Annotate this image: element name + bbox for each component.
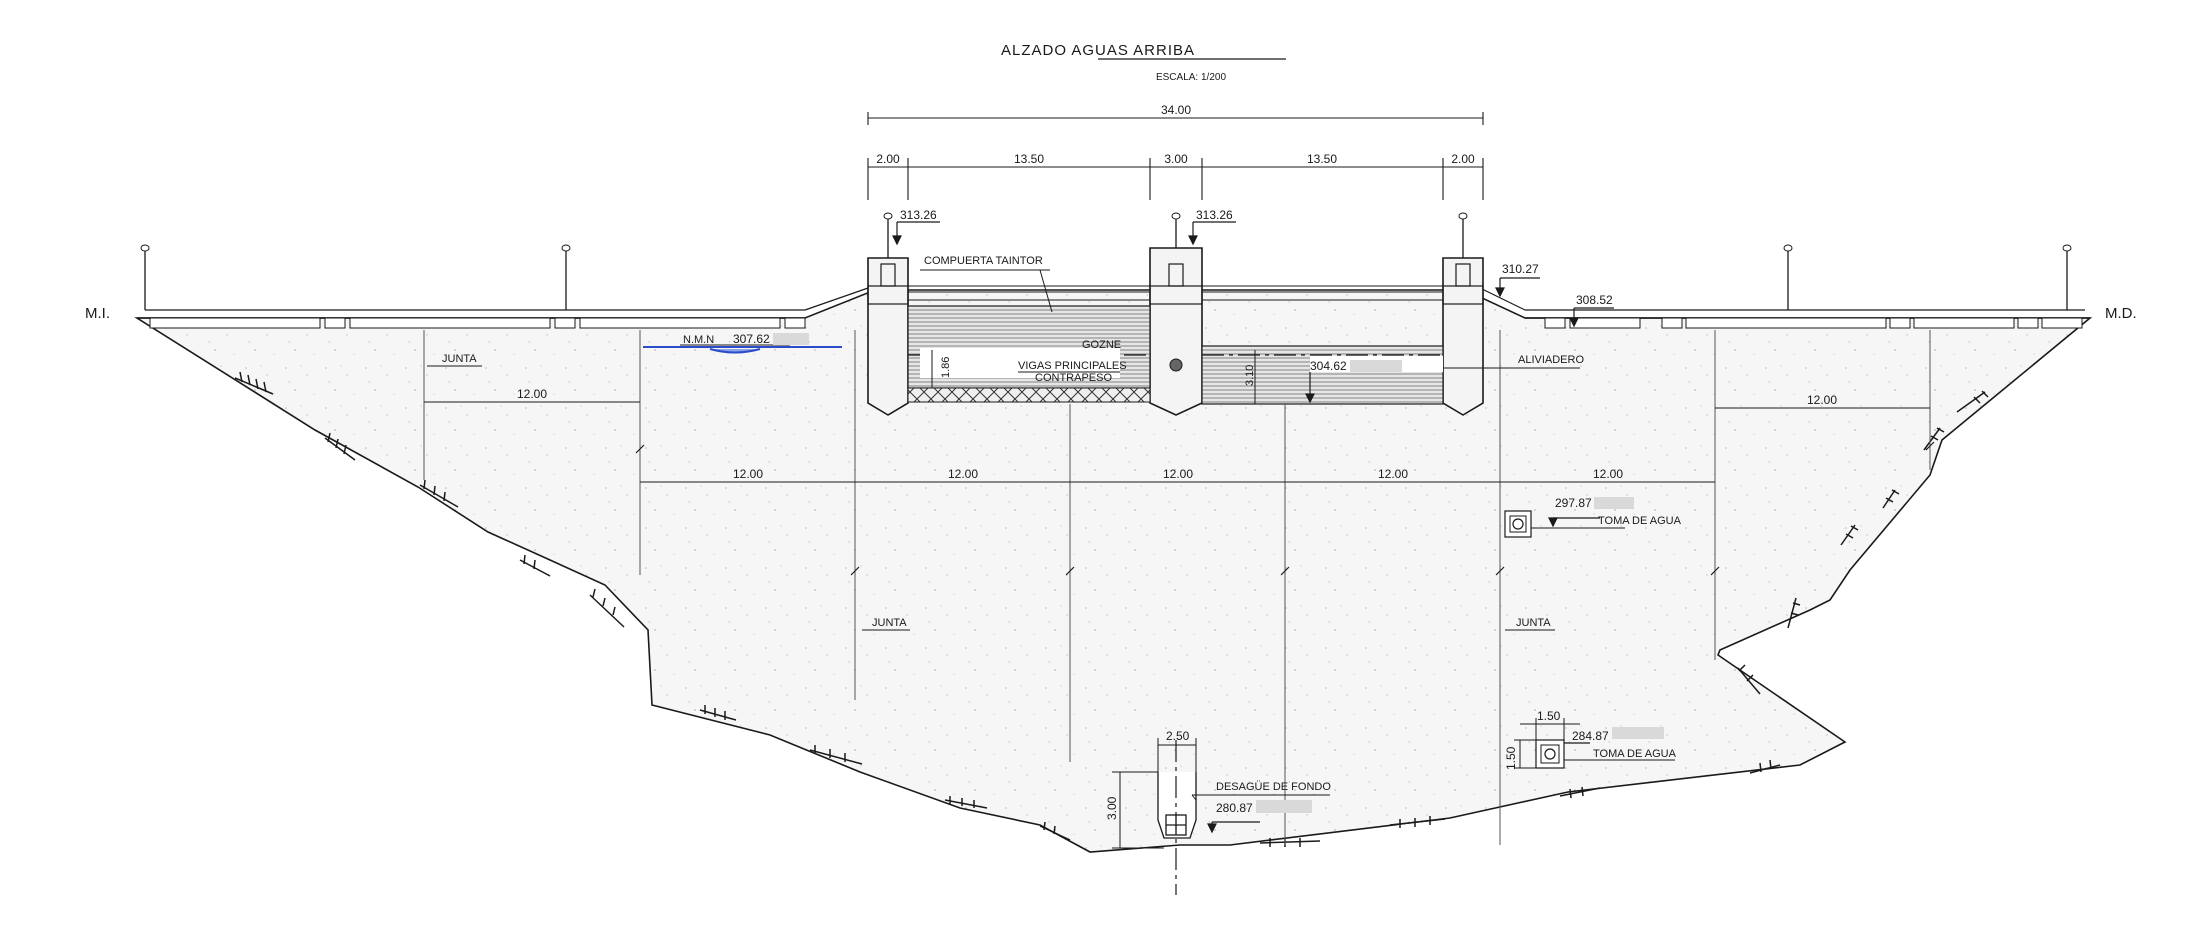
pier-caps [867, 263, 1484, 305]
bottom-outlet [1157, 740, 1197, 895]
intake-upper-value: 297.87 [1555, 496, 1592, 510]
toma-1-label: TOMA DE AGUA [1598, 515, 1682, 527]
dim-seg-1: 2.00 [876, 152, 900, 166]
toma-2-label: TOMA DE AGUA [1593, 748, 1677, 760]
gozne-label: GOZNE [1082, 339, 1121, 351]
intake-lower-value: 284.87 [1572, 729, 1609, 743]
dim-seg-3: 3.00 [1164, 152, 1188, 166]
outlet-width: 2.50 [1166, 729, 1190, 743]
dim-seg-4: 13.50 [1307, 152, 1337, 166]
block-dimension-lines [424, 401, 1930, 483]
elev-crest-left: 313.26 [900, 208, 937, 222]
outlet-redacted [1256, 800, 1312, 813]
spillway-crest-value: 304.62 [1310, 359, 1347, 373]
aliviadero-label: ALIVIADERO [1518, 354, 1584, 366]
intake-lower-dim-lines [1514, 718, 1675, 769]
bank-left-label: M.I. [85, 305, 110, 322]
dam-body [134, 289, 2093, 853]
elev-crest-mid: 313.26 [1196, 208, 1233, 222]
drawing-title: ALZADO AGUAS ARRIBA [1001, 42, 1195, 59]
dim-gate-right: 3.10 [1244, 365, 1256, 386]
dim-overall: 34.00 [1161, 103, 1191, 117]
nmn-label: N.M.N [683, 334, 714, 346]
block-dim-mid-2: 12.00 [948, 467, 978, 481]
block-dim-mid-3: 12.00 [1163, 467, 1193, 481]
desague-label: DESAGÜE DE FONDO [1216, 781, 1331, 793]
spillway-crest-redacted [1350, 360, 1402, 372]
outlet-value: 280.87 [1216, 801, 1253, 815]
taintor-gate-left [907, 305, 1151, 403]
outlet-dim-lines [1112, 738, 1330, 849]
spillway-piers [867, 247, 1484, 416]
block-dim-mid-4: 12.00 [1378, 467, 1408, 481]
drawing-scale: ESCALA: 1/200 [1156, 72, 1226, 83]
intake-lower-redacted [1612, 727, 1664, 739]
nmn-value: 307.62 [733, 332, 770, 346]
contrapeso-label: CONTRAPESO [1035, 372, 1112, 384]
compuerta-pointer [1039, 269, 1053, 313]
block-dim-mid-1: 12.00 [733, 467, 763, 481]
dim-seg-5: 2.00 [1451, 152, 1475, 166]
joint-marks [635, 441, 1935, 576]
intake-upper-redacted [1594, 497, 1634, 509]
junta-2-label: JUNTA [872, 617, 907, 629]
elev-crest-right-1: 310.27 [1502, 262, 1539, 276]
dim-gate-left: 1.86 [940, 357, 952, 378]
block-dim-upper-left: 12.00 [517, 387, 547, 401]
block-dim-upper-right: 12.00 [1807, 393, 1837, 407]
nmn-redacted [773, 333, 809, 345]
water-intake-upper [1504, 510, 1532, 538]
compuerta-label: COMPUERTA TAINTOR [924, 255, 1043, 267]
junta-1-label: JUNTA [442, 353, 477, 365]
junta-3-label: JUNTA [1516, 617, 1551, 629]
gozne-pivot [1169, 358, 1183, 372]
crest-deck [137, 212, 2090, 329]
vigas-label: VIGAS PRINCIPALES [1018, 360, 1127, 372]
top-dimension-chain [867, 112, 1484, 200]
elev-crest-right-2: 308.52 [1576, 293, 1613, 307]
water-symbol [709, 348, 761, 354]
bank-right-label: M.D. [2105, 305, 2137, 322]
bridge-rails [908, 285, 1443, 301]
water-intake-lower [1535, 739, 1565, 769]
intake-lower-height: 1.50 [1504, 746, 1518, 770]
outlet-height: 3.00 [1105, 796, 1119, 820]
block-dim-mid-5: 12.00 [1593, 467, 1623, 481]
dim-seg-2: 13.50 [1014, 152, 1044, 166]
intake-lower-width: 1.50 [1537, 709, 1561, 723]
right-approach [1479, 287, 1526, 311]
